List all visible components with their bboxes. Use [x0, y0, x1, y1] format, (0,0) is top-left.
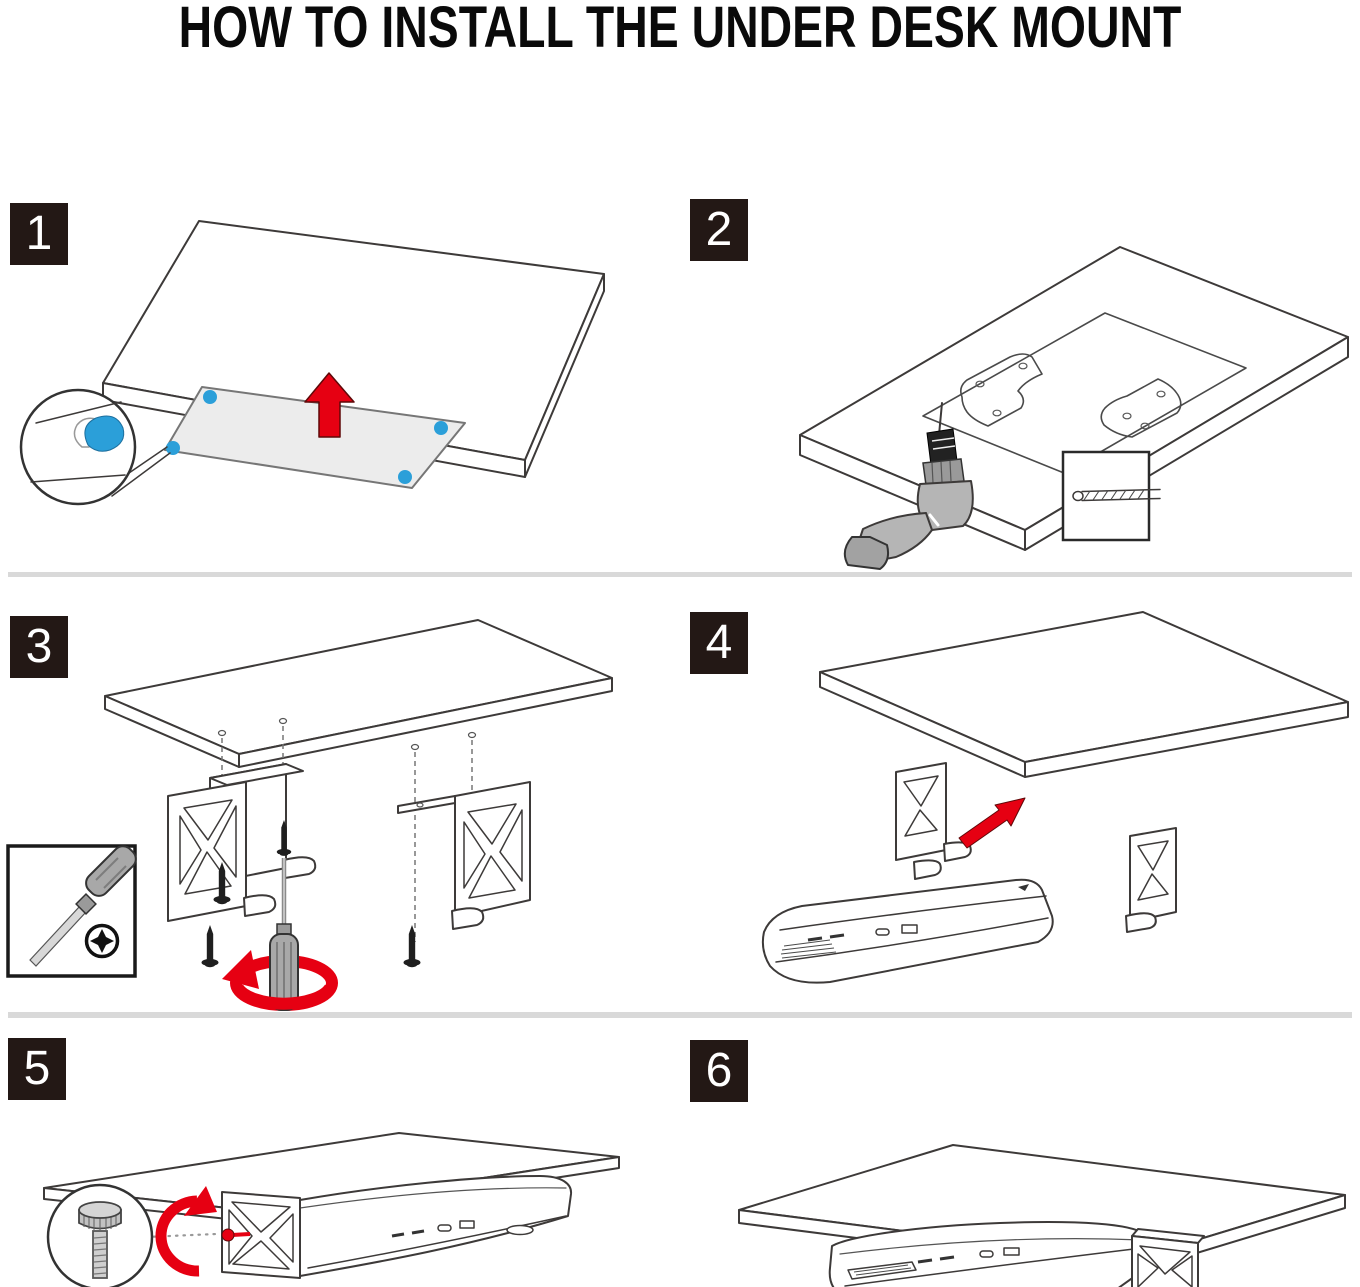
screwdriver-icon: [29, 845, 137, 967]
screw-icon: [201, 925, 219, 968]
screwdriver-icon: [222, 858, 338, 1011]
adhesive-sticker-icon: [203, 390, 217, 404]
step5-illustration: [43, 1132, 620, 1287]
usb-a-port: [1003, 1247, 1020, 1256]
section-divider: [8, 1012, 1352, 1018]
screw-icon: [403, 925, 421, 968]
step3-illustration: [6, 619, 613, 1011]
usb-c-port: [437, 1224, 452, 1232]
step3-number-badge: 3: [10, 616, 68, 678]
usb-a-port: [459, 1220, 475, 1229]
adhesive-sticker-icon: [434, 421, 448, 435]
step4-illustration: [761, 611, 1349, 984]
mount-bracket-right: [1125, 827, 1177, 933]
step5-number-badge: 5: [8, 1038, 66, 1100]
magnifier-icon: [19, 388, 171, 506]
up-arrow-icon: [304, 372, 355, 438]
drill-icon: [843, 402, 974, 570]
section-divider: [8, 572, 1352, 577]
template-sheet: [164, 386, 466, 489]
screwdriver-inset: [6, 844, 137, 978]
thumbscrew-icon: [78, 1201, 122, 1279]
mount-bracket: [1131, 1228, 1205, 1287]
mount-bracket-left: [167, 763, 317, 922]
adhesive-sticker-icon: [84, 415, 125, 452]
page-title: HOW TO INSTALL THE UNDER DESK MOUNT: [178, 0, 1182, 60]
rotation-arrow-icon: [155, 1186, 217, 1277]
mount-bracket: [221, 1191, 301, 1279]
logo-mark: [1018, 884, 1029, 891]
console-illustration: [828, 1221, 1152, 1287]
step6-number-badge: 6: [690, 1040, 748, 1102]
step6-illustration: [738, 1144, 1346, 1287]
phillips-head-icon: [84, 923, 120, 959]
rotation-arrow-icon: [232, 984, 336, 1010]
console-illustration: [299, 1175, 573, 1277]
desk-illustration: [104, 619, 613, 768]
desk-illustration: [819, 611, 1349, 778]
magnifier-icon: [46, 1183, 154, 1287]
rotation-arrow-head: [222, 950, 259, 989]
adhesive-sticker-icon: [166, 441, 180, 455]
vent-grille: [780, 939, 837, 959]
step1-illustration: [19, 220, 605, 506]
step2-number-badge: 2: [690, 199, 748, 261]
vent-grille: [847, 1261, 917, 1280]
step2-illustration: [799, 246, 1349, 570]
drill-bit-inset: [1061, 450, 1161, 542]
step4-number-badge: 4: [690, 612, 748, 674]
console-illustration: [761, 878, 1054, 984]
adhesive-sticker-icon: [398, 470, 412, 484]
step1-number-badge: 1: [10, 203, 68, 265]
diagonal-arrow-icon: [958, 797, 1026, 849]
mount-bracket-left: [895, 762, 972, 880]
usb-c-port: [979, 1250, 994, 1258]
thumbscrew-red: [221, 1228, 251, 1242]
usb-c-port: [875, 928, 890, 936]
drill-bit-icon: [1072, 490, 1084, 502]
usb-a-port: [901, 924, 918, 934]
drilling-template: [922, 312, 1247, 474]
mount-bracket-right: [397, 781, 531, 930]
